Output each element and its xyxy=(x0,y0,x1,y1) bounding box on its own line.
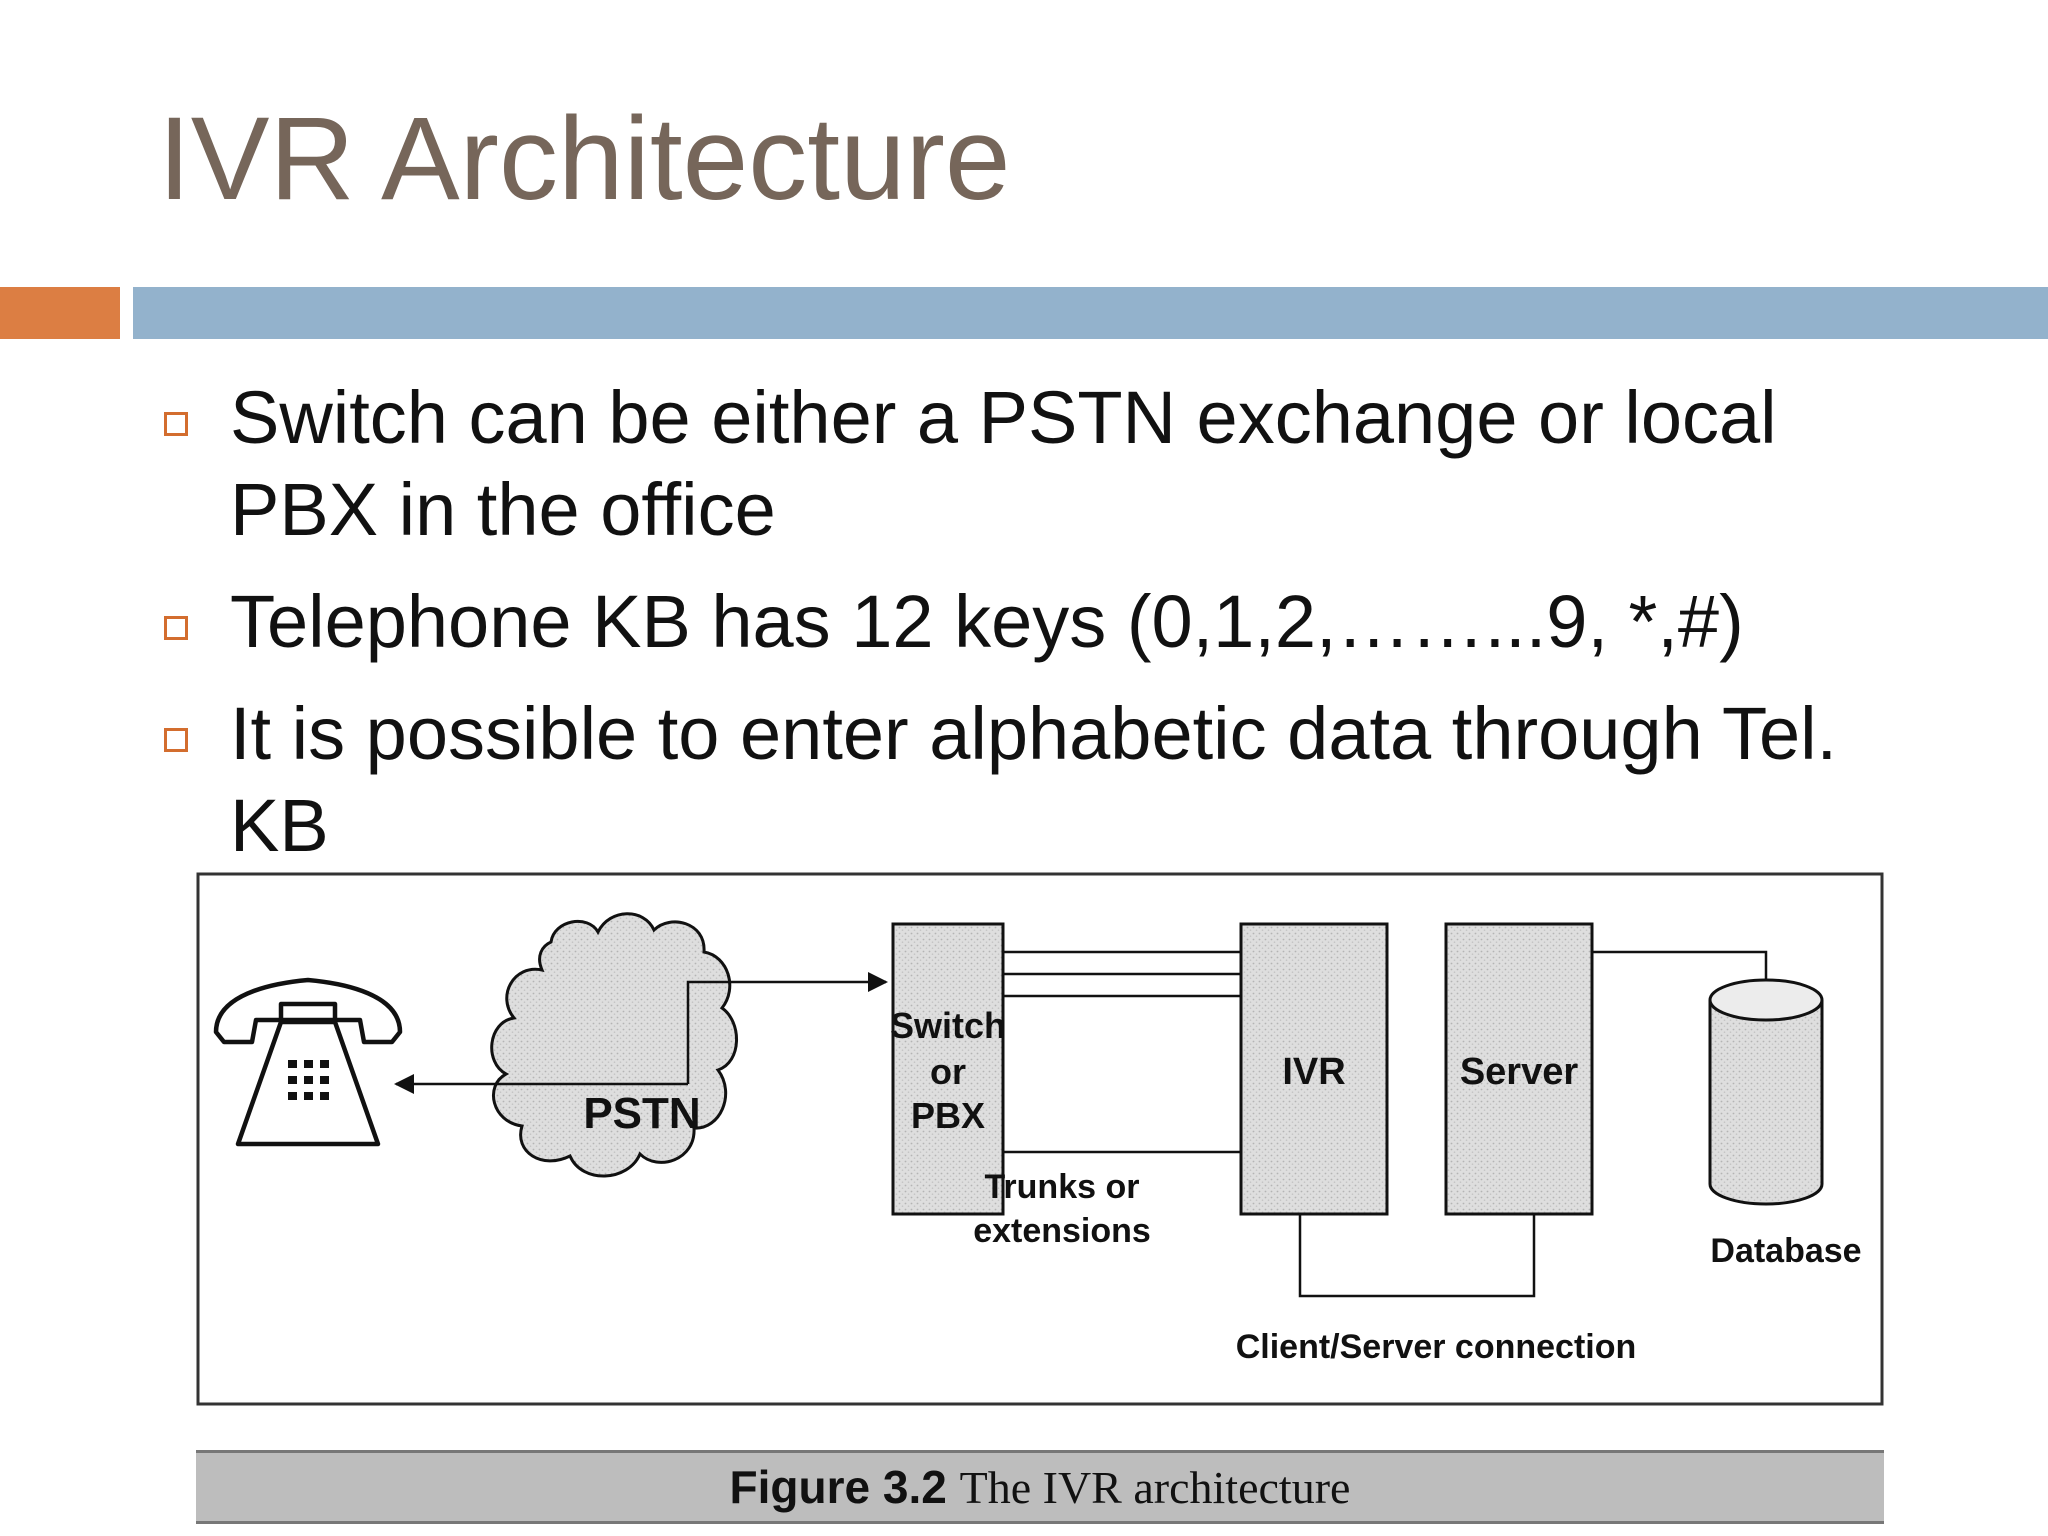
bullet-list: Switch can be either a PSTN exchange or … xyxy=(158,372,1908,892)
bullet-item: Switch can be either a PSTN exchange or … xyxy=(158,372,1908,556)
slide-title: IVR Architecture xyxy=(158,93,1011,225)
trunk-lines xyxy=(1003,950,1241,1154)
bullet-item: It is possible to enter alphabetic data … xyxy=(158,688,1908,872)
connection-pstn-to-switch xyxy=(686,972,888,1084)
server-box xyxy=(1444,922,1594,1216)
switch-label-line1: Switch xyxy=(890,1005,1006,1046)
accent-bar-orange xyxy=(0,287,120,339)
client-server-label: Client/Server connection xyxy=(1236,1328,1637,1366)
accent-bar-blue xyxy=(133,287,2048,339)
pstn-label: PSTN xyxy=(583,1089,700,1138)
square-bullet-icon xyxy=(164,412,188,436)
bullet-item: Telephone KB has 12 keys (0,1,2,……...9, … xyxy=(158,576,1908,668)
server-database-connection-line xyxy=(1592,950,1768,982)
switch-label-line3: PBX xyxy=(911,1095,985,1136)
square-bullet-icon xyxy=(164,616,188,640)
telephone-icon xyxy=(213,977,403,1147)
ivr-architecture-diagram: PSTN Switch or PBX Trunks or extensions … xyxy=(196,872,1884,1406)
switch-pbx-box xyxy=(891,922,1005,1216)
trunks-label-line2: extensions xyxy=(973,1212,1151,1250)
figure-caption-text: The IVR architecture xyxy=(959,1462,1351,1513)
bullet-text: Telephone KB has 12 keys (0,1,2,……...9, … xyxy=(230,580,1744,663)
ivr-box xyxy=(1239,922,1389,1216)
figure-caption: Figure 3.2 The IVR architecture xyxy=(196,1450,1884,1524)
client-server-connection-line xyxy=(1298,1214,1536,1298)
bullet-text: Switch can be either a PSTN exchange or … xyxy=(230,376,1777,551)
switch-label-line2: or xyxy=(930,1051,966,1092)
trunks-label-line1: Trunks or xyxy=(985,1168,1140,1206)
figure-number: Figure 3.2 xyxy=(729,1461,947,1513)
database-label: Database xyxy=(1710,1232,1861,1270)
bullet-text: It is possible to enter alphabetic data … xyxy=(230,692,1838,867)
pstn-cloud xyxy=(490,912,738,1178)
database-icon xyxy=(1708,978,1824,1206)
ivr-label: IVR xyxy=(1282,1051,1345,1093)
diagram-frame xyxy=(196,872,1884,1406)
square-bullet-icon xyxy=(164,728,188,752)
server-label: Server xyxy=(1460,1051,1579,1093)
